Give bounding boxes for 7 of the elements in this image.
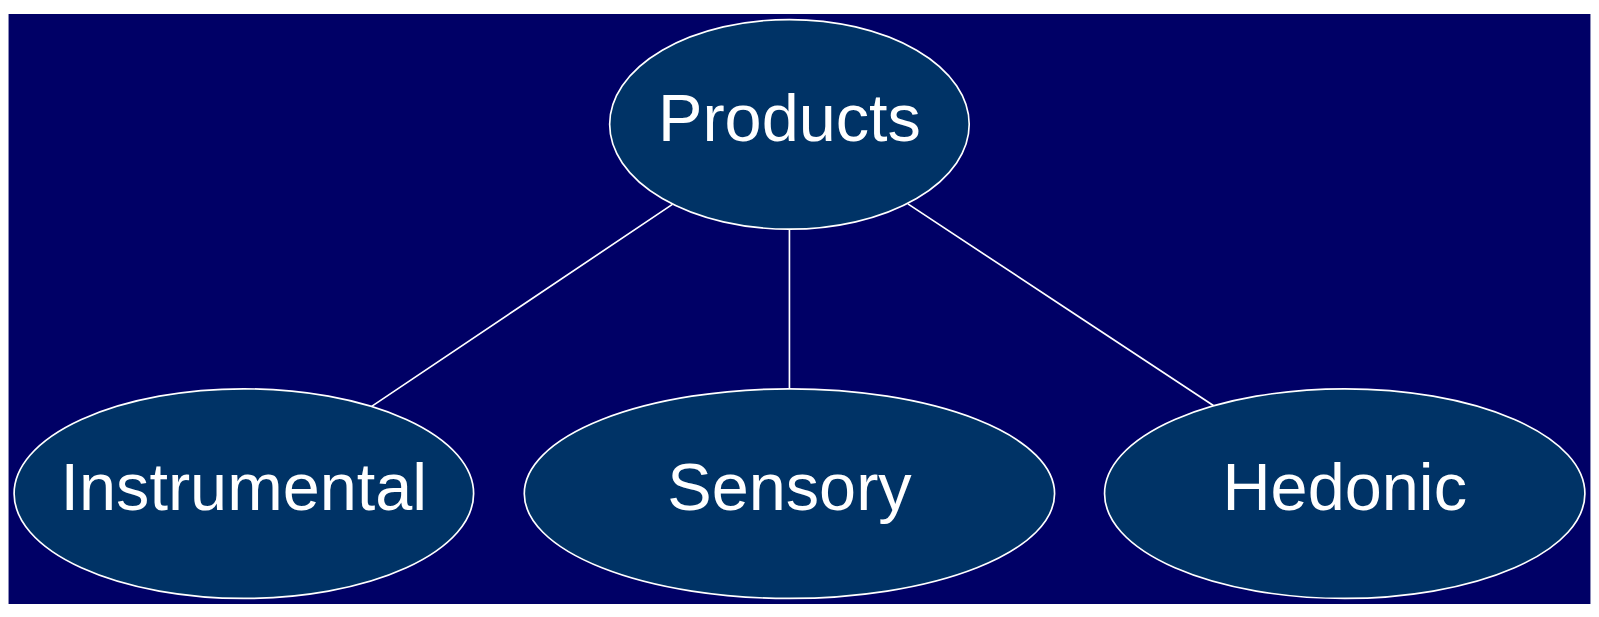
node-ellipse: Hedonic [1103,387,1586,599]
connector [788,227,791,389]
node-ellipse: Products [608,18,971,230]
connector [370,203,674,407]
connector [907,202,1215,406]
node-ellipse: Instrumental [13,387,475,599]
node-ellipse: Sensory [523,387,1056,599]
